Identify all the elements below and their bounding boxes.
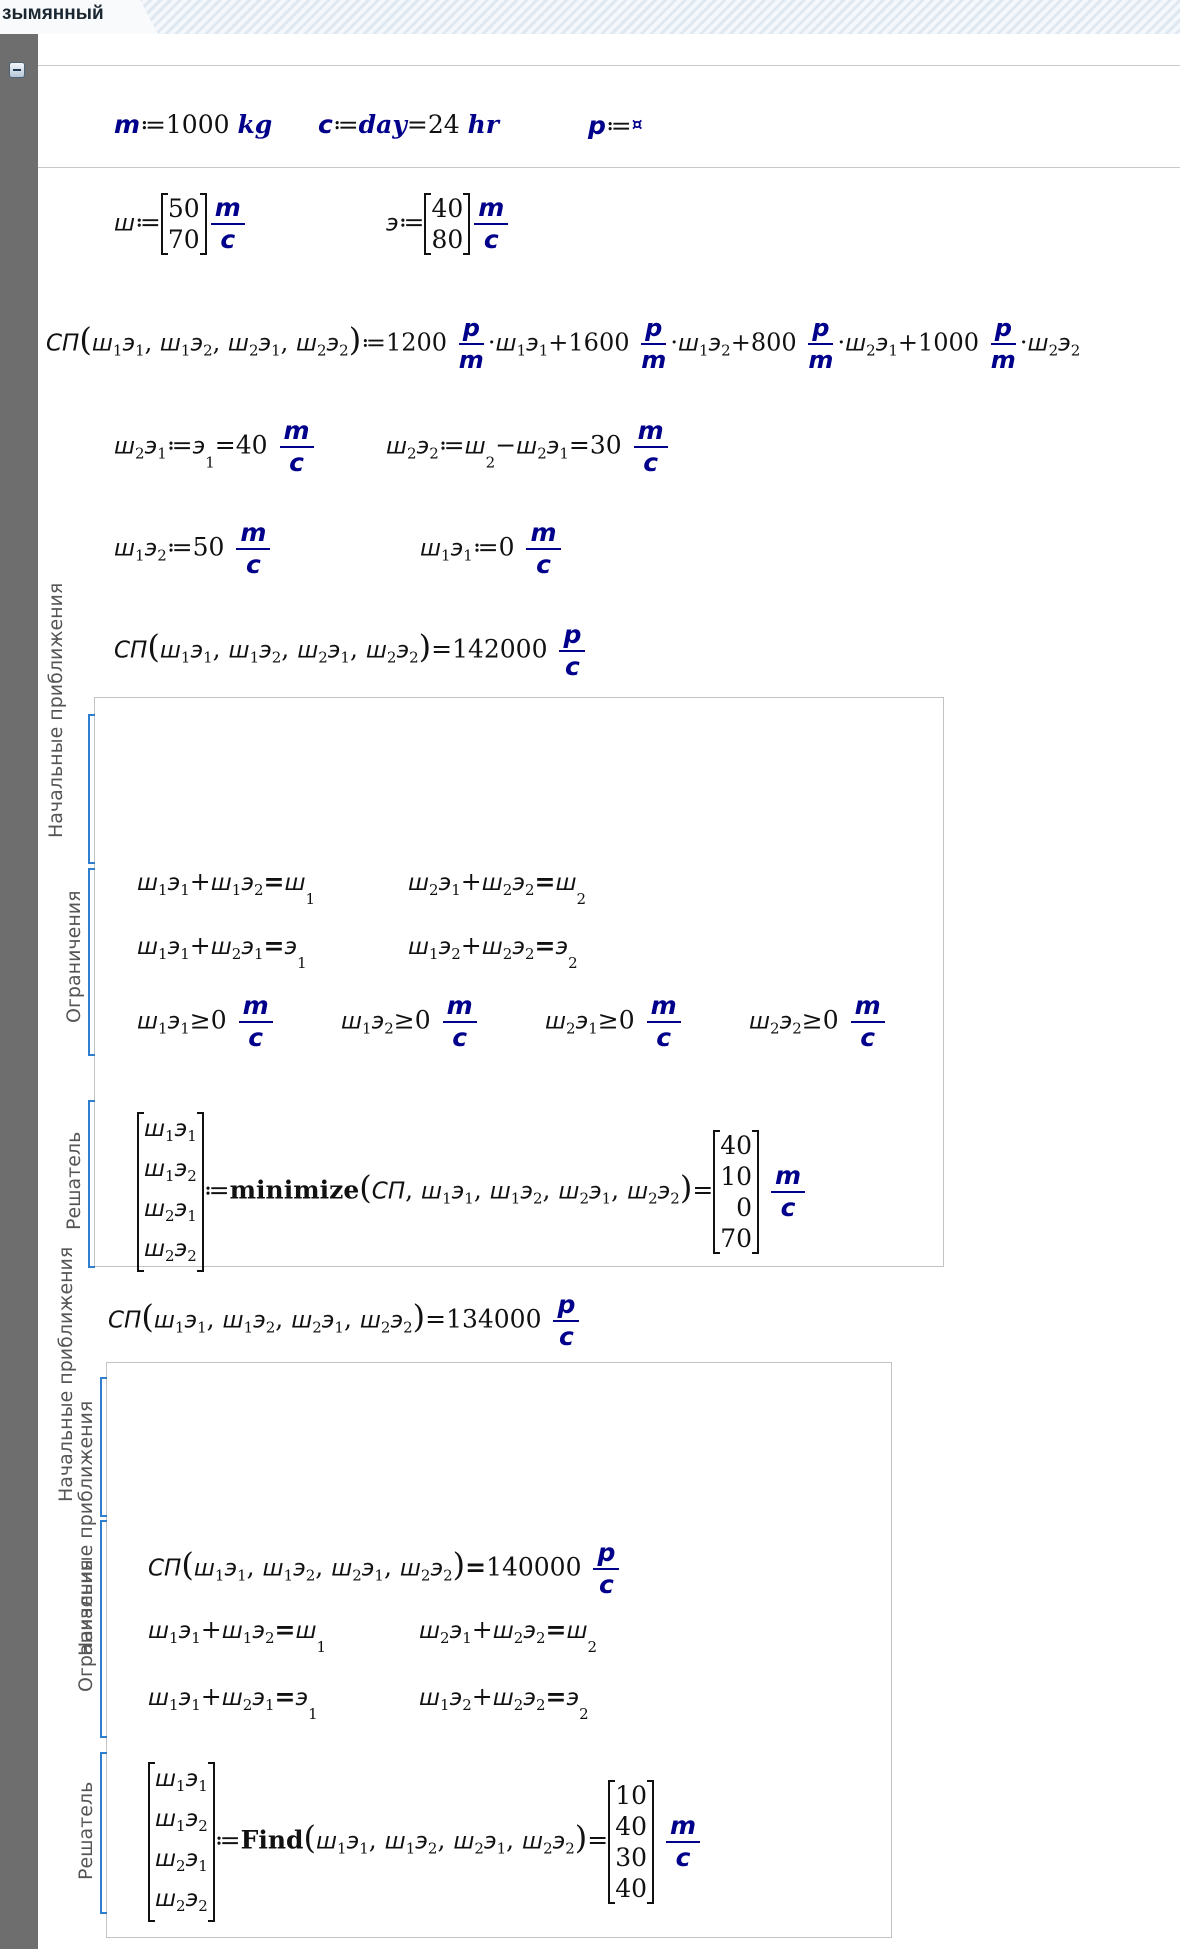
document-tab-title: зымянный — [2, 3, 104, 24]
section-label-guess: Начальные приближения — [45, 582, 67, 838]
constraint-w2[interactable]: ш2э1+ш2э2=ш2 — [408, 867, 587, 908]
section-label-solver-2: Решатель — [75, 1781, 97, 1880]
def-p[interactable]: p≔¤ — [588, 111, 643, 140]
solve-block-2[interactable] — [106, 1362, 892, 1938]
constraint-e1[interactable]: ш1э1+ш2э1=э1 — [137, 931, 307, 972]
bracket-solver — [88, 1100, 95, 1268]
section-label-constraints: Ограничения — [63, 890, 85, 1023]
section-label-guess-2: Начальные приближения — [55, 1246, 77, 1502]
bracket-constraints — [88, 868, 95, 1056]
constraint-e2[interactable]: ш1э2+ш2э2=э2 — [408, 931, 578, 972]
bracket-guess — [88, 714, 95, 864]
area-divider-line — [38, 167, 1180, 168]
document-tab[interactable]: зымянный — [0, 0, 158, 34]
constraint-w[interactable]: ш1э1+ш1э2=ш1 — [137, 867, 316, 908]
def-c[interactable]: c≔day=24 hr — [318, 110, 499, 139]
section-label-solver: Решатель — [63, 1131, 85, 1230]
constraint-e1-2[interactable]: ш1э1+ш2э1=э1 — [148, 1682, 318, 1723]
solve-block-1[interactable] — [94, 697, 944, 1267]
constraint-w2-2[interactable]: ш2э1+ш2э2=ш2 — [419, 1615, 598, 1656]
def-m[interactable]: m≔1000 kg — [114, 110, 273, 139]
collapse-area-icon[interactable] — [9, 62, 25, 78]
section-label-guess-overlap: Начальные приближения — [75, 1400, 97, 1656]
bracket-constraints-2 — [100, 1520, 107, 1738]
bracket-guess-2 — [100, 1377, 107, 1517]
tab-strip: зымянный — [0, 0, 1180, 34]
constraint-e2-2[interactable]: ш1э2+ш2э2=э2 — [419, 1682, 589, 1723]
left-gutter — [0, 34, 38, 1949]
bracket-solver-2 — [100, 1752, 107, 1914]
constraint-w-2[interactable]: ш1э1+ш1э2=ш1 — [148, 1615, 327, 1656]
area-top-line — [38, 65, 1180, 66]
